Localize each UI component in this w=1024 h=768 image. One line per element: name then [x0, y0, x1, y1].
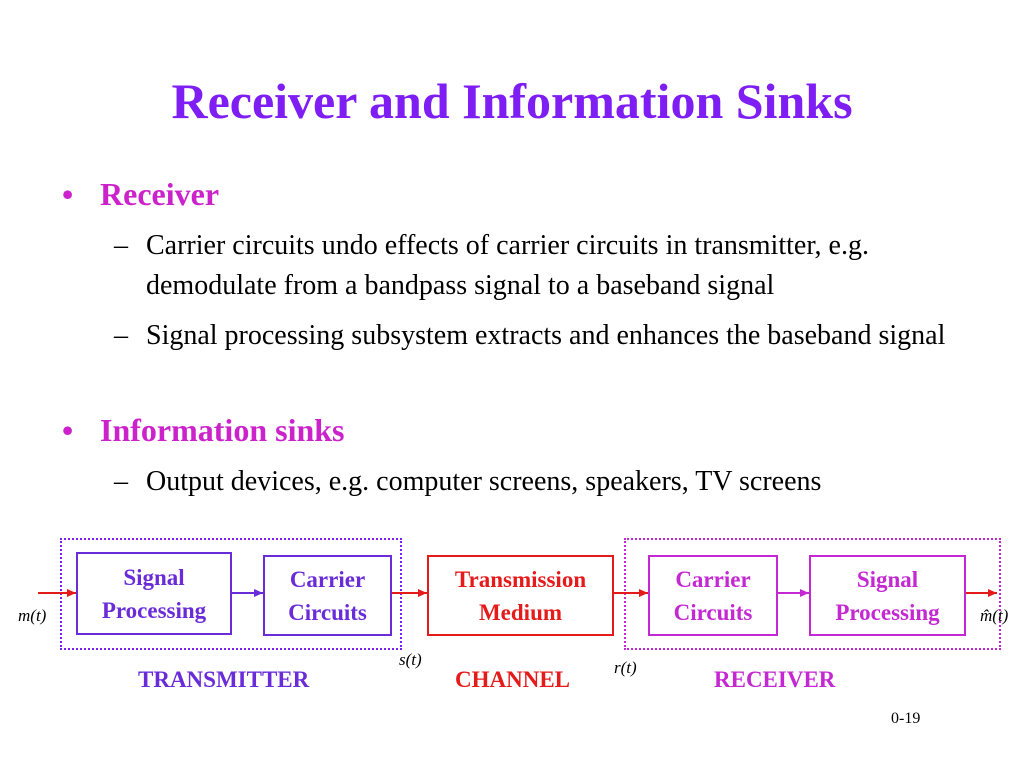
- sub-marker: –: [114, 230, 128, 261]
- sub-bullet-text: Output devices, e.g. computer screens, s…: [146, 466, 822, 497]
- sub-bullet-text: Carrier circuits undo effects of carrier…: [146, 230, 869, 301]
- bullet-information-sinks: • Information sinks: [62, 412, 345, 449]
- transmitted-signal-label: s(t): [399, 650, 422, 669]
- sub-bullet: – Signal processing subsystem extracts a…: [114, 316, 986, 356]
- bullet-label: Information sinks: [100, 412, 345, 448]
- sub-bullet: – Carrier circuits undo effects of carri…: [114, 226, 986, 306]
- tx-carrier-circuits-block: Carrier Circuits: [263, 555, 392, 636]
- tx-signal-processing-block: Signal Processing: [76, 552, 232, 635]
- block-label: Transmission Medium: [454, 566, 587, 625]
- transmission-medium-block: Transmission Medium: [427, 555, 614, 636]
- sub-marker: –: [114, 320, 128, 351]
- block-label: Carrier Circuits: [673, 566, 753, 625]
- rx-signal-processing-block: Signal Processing: [809, 555, 966, 636]
- input-signal-label: m(t): [18, 606, 47, 625]
- sub-bullet-text: Signal processing subsystem extracts and…: [146, 320, 946, 351]
- channel-label: CHANNEL: [455, 667, 571, 692]
- rx-carrier-circuits-block: Carrier Circuits: [648, 555, 778, 636]
- received-signal-label: r(t): [614, 658, 637, 677]
- slide-title: Receiver and Information Sinks: [171, 73, 853, 129]
- block-label: Signal Processing: [835, 566, 940, 625]
- transmitter-label: TRANSMITTER: [138, 667, 310, 692]
- receiver-label: RECEIVER: [714, 667, 836, 692]
- bullet-label: Receiver: [100, 176, 220, 212]
- bullet-marker: •: [62, 412, 74, 448]
- bullet-marker: •: [62, 176, 74, 212]
- sub-bullet: – Output devices, e.g. computer screens,…: [114, 462, 986, 502]
- bullet-receiver: • Receiver: [62, 176, 219, 213]
- slide-number: 0-19: [891, 710, 921, 727]
- block-label: Carrier Circuits: [288, 566, 367, 625]
- output-signal-label: m̂(t): [980, 606, 1009, 625]
- block-label: Signal Processing: [101, 564, 207, 623]
- sub-marker: –: [114, 466, 128, 497]
